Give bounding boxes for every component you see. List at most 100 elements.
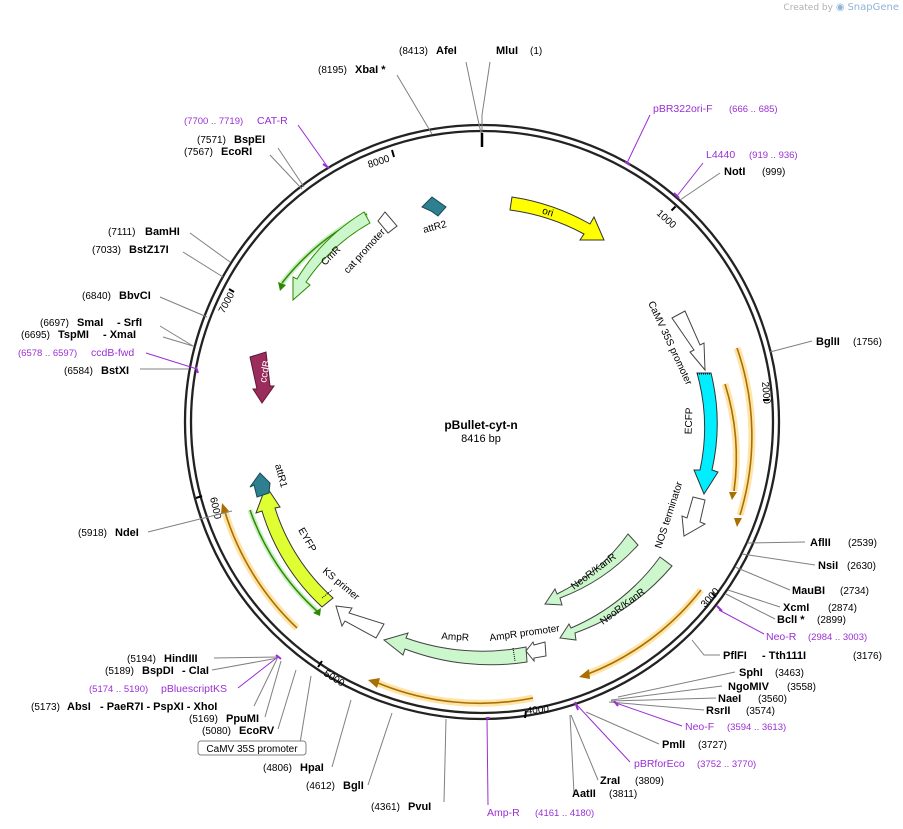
site-nsii[interactable]: NsiI	[818, 560, 838, 572]
primer-pbluescriptks[interactable]: pBluescriptKS	[161, 683, 227, 695]
primer-l4440[interactable]: L4440	[706, 149, 735, 161]
site-xbai[interactable]: XbaI *	[355, 64, 386, 76]
mark-pbr322ori-f	[624, 161, 631, 166]
feature-attr2[interactable]	[421, 196, 447, 217]
tick-3000	[711, 592, 717, 598]
camv-box[interactable]	[197, 740, 307, 756]
site-zrai[interactable]: ZraI	[600, 775, 620, 787]
feature-cmr[interactable]	[292, 211, 371, 302]
primer-neo-r-range: (2984 .. 3003)	[808, 632, 867, 643]
site-ndei[interactable]: NdeI	[115, 527, 139, 539]
site-hpai[interactable]: HpaI	[300, 762, 324, 774]
leader-mlui	[481, 61, 491, 133]
site-absi-extra[interactable]: - PaeR7I - PspXI - XhoI	[100, 701, 217, 713]
orf-arc-2-line	[724, 383, 738, 492]
leader-hindiii	[213, 656, 279, 659]
site-pvui[interactable]: PvuI	[408, 801, 431, 813]
feature-nos-terminator[interactable]	[681, 496, 707, 537]
site-hindiii[interactable]: HindIII	[164, 653, 198, 665]
primer-pbr322ori-f[interactable]: pBR322ori-F	[653, 103, 713, 115]
feature-ampr-promoter[interactable]	[525, 640, 547, 663]
site-bglii[interactable]: BglII	[816, 336, 840, 348]
primer-neo-r[interactable]: Neo-R	[766, 631, 797, 643]
site-bbvci[interactable]: BbvCI	[119, 290, 151, 302]
site-ngomiv[interactable]: NgoMIV	[728, 681, 770, 693]
credit-brand: SnapGene	[847, 2, 899, 13]
feature-ks-primer[interactable]	[335, 605, 385, 639]
primer-pbrforeco[interactable]: pBRforEco	[634, 758, 685, 770]
site-pmli[interactable]: PmlI	[662, 739, 685, 751]
site-xcmi[interactable]: XcmI	[783, 602, 809, 614]
site-tspmi[interactable]: TspMI	[58, 329, 89, 341]
site-bamhi[interactable]: BamHI	[145, 226, 180, 238]
site-bamhi-pos: (7111)	[108, 227, 135, 238]
mark-pbrforeco	[574, 701, 579, 711]
leader-afei	[465, 61, 482, 134]
site-bspei[interactable]: BspEI	[234, 134, 265, 146]
leader-ppumi	[264, 660, 282, 718]
site-tth111i[interactable]: - Tth111I	[762, 650, 806, 662]
leader-sphi	[617, 671, 736, 698]
site-smai[interactable]: SmaI	[77, 317, 103, 329]
leader-zrai	[570, 714, 599, 781]
orf-arc-5-line	[224, 511, 298, 629]
site-bcli[interactable]: BclI *	[777, 614, 805, 626]
leader-rsrii	[608, 701, 705, 711]
orf-arc-3-head	[579, 669, 590, 679]
feature-eyfp[interactable]	[255, 484, 334, 608]
site-mlui[interactable]: MluI	[496, 45, 518, 57]
site-bgli[interactable]: BglI	[343, 780, 364, 792]
tick-label-5000: 5000	[321, 668, 346, 689]
site-pflfi[interactable]: PflFI	[723, 650, 747, 662]
site-sphi[interactable]: SphI	[739, 667, 763, 679]
site-ppumi[interactable]: PpuMI	[226, 713, 259, 725]
primer-neo-f[interactable]: Neo-F	[685, 721, 714, 733]
orf-arcs	[221, 211, 756, 707]
site-afei[interactable]: AfeI	[436, 45, 457, 57]
leader-camv-box	[299, 675, 312, 744]
site-bspdi[interactable]: BspDI	[142, 665, 174, 677]
site-aflii[interactable]: AflII	[810, 537, 831, 549]
site-bstxi[interactable]: BstXI	[101, 365, 129, 377]
site-absi[interactable]: AbsI	[67, 701, 91, 713]
feature-attr1[interactable]	[249, 472, 271, 498]
primer-pbr322ori-f-range: (666 .. 685)	[729, 104, 778, 115]
feature-ecfp[interactable]	[693, 372, 719, 496]
primer-ccdb-fwd[interactable]: ccdB-fwd	[91, 347, 134, 359]
site-bstz17i[interactable]: BstZ17I	[129, 244, 169, 256]
primer-cat-r-range: (7700 .. 7719)	[184, 116, 243, 127]
primer-amp-r[interactable]: Amp-R	[487, 807, 520, 819]
feature-ccdb[interactable]	[249, 351, 275, 404]
leader-bbvci	[159, 296, 208, 318]
site-maubi[interactable]: MauBI	[792, 585, 825, 597]
feature-cat-promoter[interactable]	[377, 211, 398, 234]
mark-l4440	[673, 192, 680, 199]
tick-5000	[317, 660, 323, 668]
site-bstxi-pos: (6584)	[64, 366, 93, 377]
primer-cat-r[interactable]: CAT-R	[257, 115, 288, 127]
orf-arc-6-head	[313, 608, 321, 616]
orf-arc-4	[376, 679, 534, 707]
site-ecori[interactable]: EcoRI	[221, 146, 252, 158]
feature-ampr[interactable]	[382, 632, 528, 666]
site-mlui-pos: (1)	[530, 46, 542, 57]
site-ecorv[interactable]: EcoRV	[239, 725, 275, 737]
site-aatii[interactable]: AatII	[572, 788, 596, 800]
site-srfi[interactable]: - SrfI	[117, 317, 142, 329]
feature-camv-35s-promoter[interactable]	[671, 310, 706, 372]
site-nsii-pos: (2630)	[847, 561, 876, 572]
site-ngomiv-pos: (3558)	[787, 682, 816, 693]
feature-ori[interactable]	[509, 196, 605, 241]
site-rsrii[interactable]: RsrII	[706, 705, 730, 717]
feature-neor-kanr-2[interactable]	[559, 556, 673, 641]
site-xmai[interactable]: - XmaI	[103, 329, 136, 341]
feature-ecfp-label: ECFP	[684, 407, 696, 434]
leader-l4440	[676, 162, 704, 197]
site-noti[interactable]: NotI	[724, 166, 745, 178]
site-clai[interactable]: - ClaI	[182, 665, 209, 677]
feature-neor-kanr-1[interactable]	[544, 533, 639, 606]
site-naei[interactable]: NaeI	[718, 693, 741, 705]
leader-aflii	[746, 541, 806, 544]
tick-7000	[228, 288, 235, 293]
